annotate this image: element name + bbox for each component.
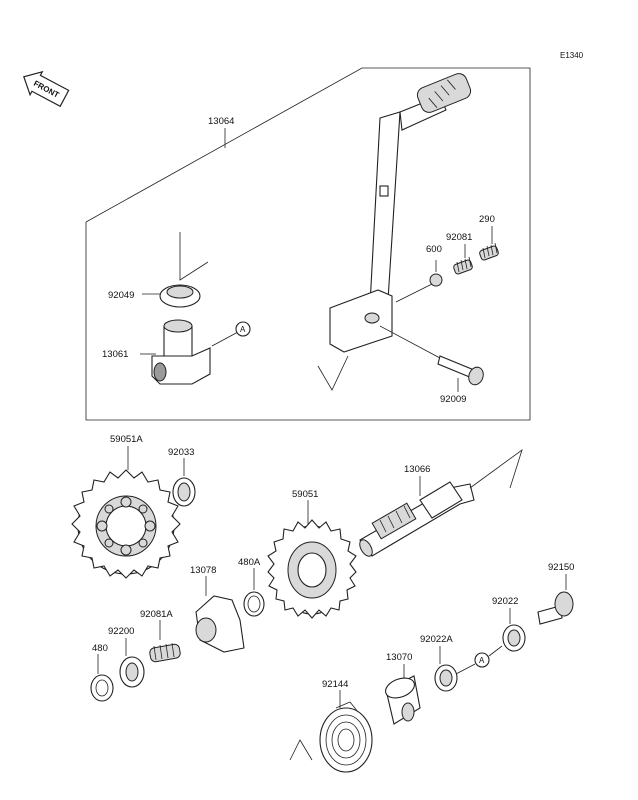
label-290: 290 — [479, 214, 495, 225]
washer-92022a — [434, 664, 458, 692]
label-92009: 92009 — [440, 394, 466, 405]
label-92033: 92033 — [168, 447, 194, 458]
bolt-92150 — [537, 591, 574, 625]
ball-600 — [429, 273, 443, 287]
kick-shaft-holder-13061 — [151, 319, 211, 385]
ref-marker-a-top — [235, 321, 251, 337]
label-13061: 13061 — [102, 349, 128, 360]
label-59051: 59051 — [292, 489, 318, 500]
label-13066: 13066 — [404, 464, 430, 475]
label-92081a: 92081A — [140, 609, 173, 620]
ref-marker-a-top-label: A — [240, 325, 246, 334]
spring-290 — [479, 242, 499, 261]
circlip-480a — [243, 591, 265, 617]
label-92144: 92144 — [322, 679, 348, 690]
bolt-92009 — [437, 355, 484, 386]
gear-59051 — [267, 519, 357, 619]
diagram-code: E1340 — [560, 51, 584, 60]
label-13064: 13064 — [208, 116, 234, 127]
washer-92022 — [502, 624, 526, 652]
kick-shaft-13066 — [359, 481, 475, 557]
label-480a: 480A — [238, 557, 261, 568]
assembly-group-outline — [85, 67, 531, 421]
label-13070: 13070 — [386, 652, 412, 663]
ref-marker-a-bottom — [474, 652, 490, 668]
kick-pedal-lever — [329, 73, 472, 353]
label-600: 600 — [426, 244, 442, 255]
label-92022: 92022 — [492, 596, 518, 607]
circlip-480 — [90, 674, 114, 702]
label-92081: 92081 — [446, 232, 472, 243]
label-92022a: 92022A — [420, 634, 453, 645]
spring-92081 — [453, 256, 473, 275]
gear-59051a — [71, 469, 181, 579]
ratchet-13078 — [195, 595, 245, 653]
label-92049: 92049 — [108, 290, 134, 301]
front-arrow-icon: FRONT — [23, 70, 70, 108]
washer-92033 — [172, 477, 196, 507]
spring-92144 — [319, 701, 373, 773]
collar-13070 — [385, 675, 421, 725]
spring-92081a — [149, 642, 181, 663]
label-92150: 92150 — [548, 562, 574, 573]
ref-marker-a-bottom-label: A — [479, 656, 485, 665]
label-59051a: 59051A — [110, 434, 143, 445]
label-92200: 92200 — [108, 626, 134, 637]
washer-92200 — [119, 656, 145, 688]
oil-seal-92049 — [159, 284, 201, 308]
label-13078: 13078 — [190, 565, 216, 576]
label-480: 480 — [92, 643, 108, 654]
